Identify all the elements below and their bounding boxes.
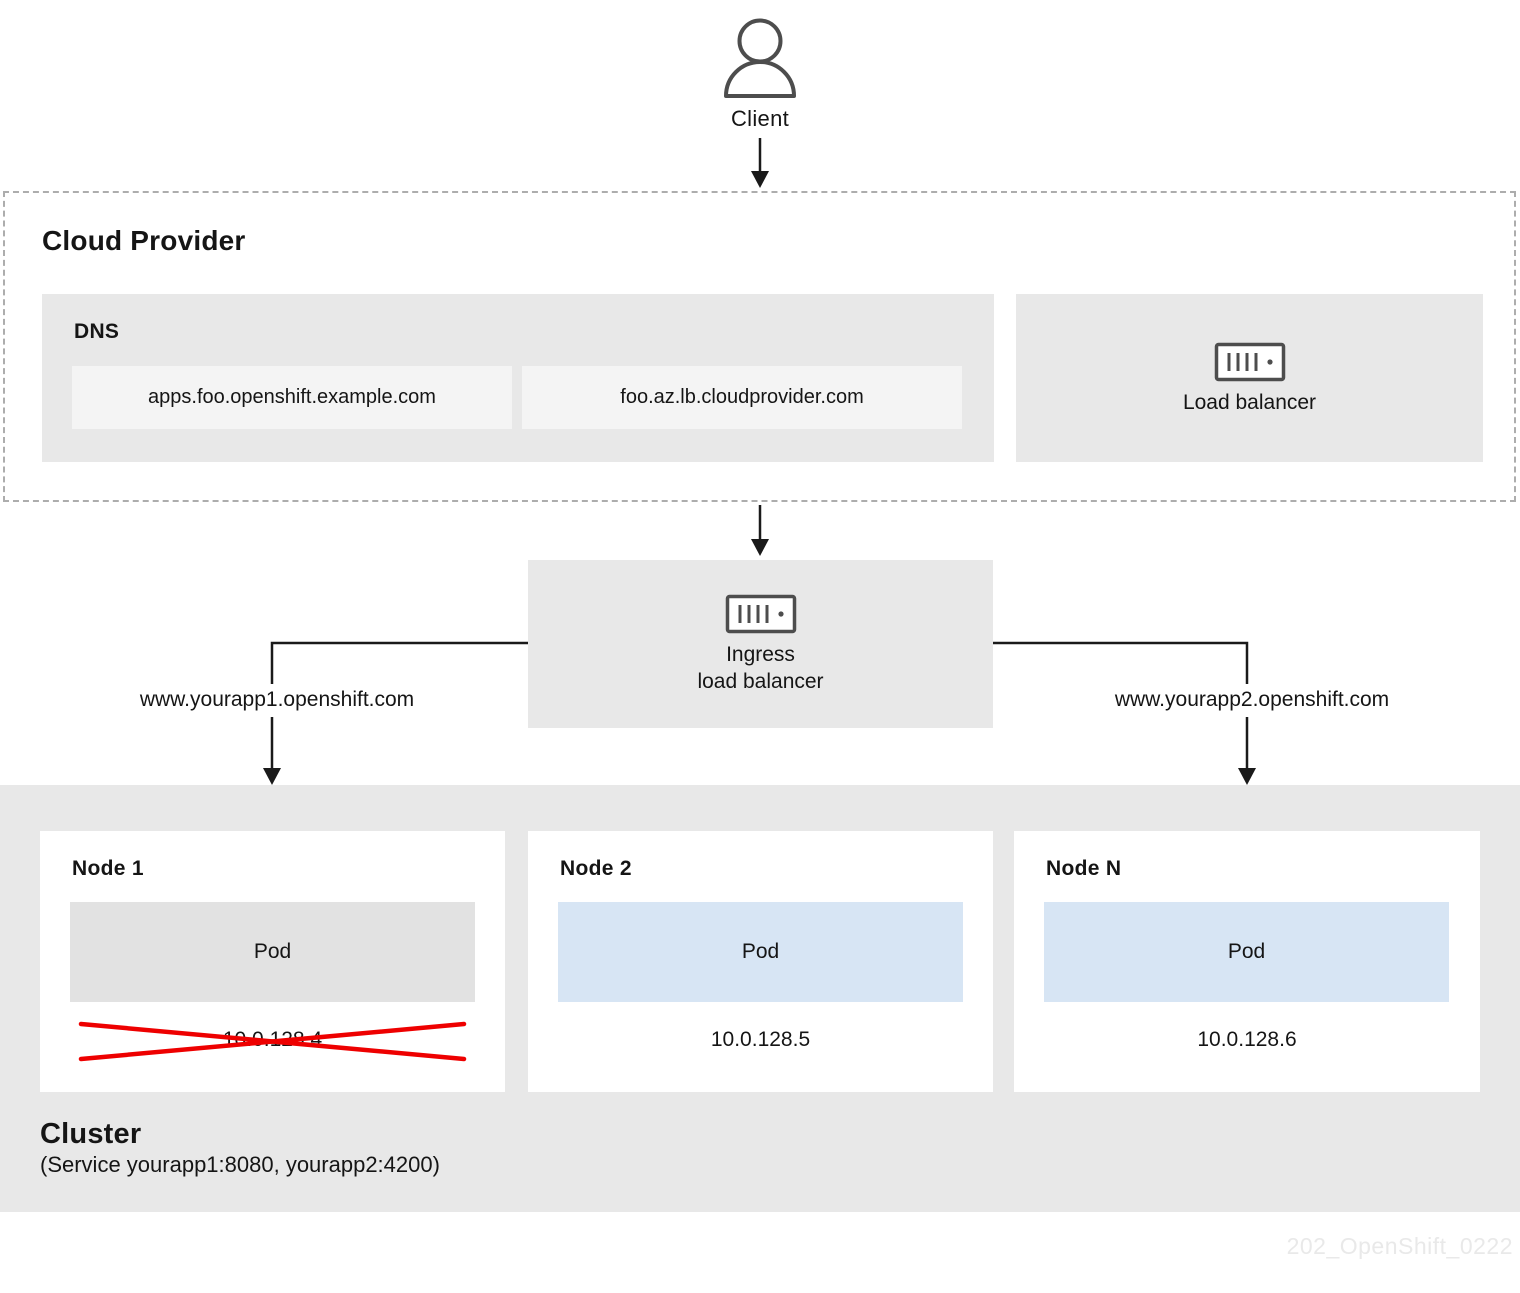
dns-entry-apps-domain: apps.foo.openshift.example.com (72, 366, 512, 429)
node-ip: 10.0.128.6 (1197, 1028, 1297, 1051)
arrow-to-node1 (263, 768, 281, 785)
ingress-load-balancer-box: Ingress load balancer (528, 560, 993, 728)
dns-box: DNS apps.foo.openshift.example.com foo.a… (42, 294, 994, 462)
node-ip: 10.0.128.5 (710, 1028, 811, 1051)
ingress-label-line2: load balancer (697, 670, 824, 693)
pod-box: Pod (558, 902, 963, 1002)
server-icon (725, 594, 796, 634)
arrow-cloud-to-ingress (751, 539, 769, 556)
route-label-yourapp2: www.yourapp2.openshift.com (1114, 688, 1390, 711)
load-balancer-box: Load balancer (1016, 294, 1483, 462)
cloud-provider-box: Cloud Provider DNS apps.foo.openshift.ex… (3, 191, 1516, 502)
node-title: Node N (1046, 857, 1122, 880)
node-2-box: Node 2 Pod 10.0.128.5 (528, 831, 993, 1092)
client-label: Client (730, 106, 790, 131)
client-icon (724, 18, 796, 98)
pod-box: Pod (1044, 902, 1449, 1002)
dns-entry-cloudprovider-domain: foo.az.lb.cloudprovider.com (522, 366, 962, 429)
cluster-title: Cluster (40, 1118, 142, 1150)
node-n-box: Node N Pod 10.0.128.6 (1014, 831, 1480, 1092)
route-label-yourapp1: www.yourapp1.openshift.com (139, 688, 415, 711)
server-icon (1214, 342, 1285, 381)
arrow-to-nodeN (1238, 768, 1256, 785)
dns-title: DNS (74, 320, 120, 343)
load-balancer-label: Load balancer (1182, 390, 1317, 414)
node-title: Node 2 (560, 857, 632, 880)
node-title: Node 1 (72, 857, 144, 880)
cloud-provider-title: Cloud Provider (42, 225, 246, 256)
node-1-box: Node 1 Pod 10.0.128.4 (40, 831, 505, 1092)
watermark: 202_OpenShift_0222 (1286, 1233, 1513, 1259)
pod-box: Pod (70, 902, 475, 1002)
cluster-subtitle: (Service yourapp1:8080, yourapp2:4200) (40, 1152, 440, 1177)
ingress-label-line1: Ingress (726, 643, 795, 666)
node-ip: 10.0.128.4 (222, 1028, 323, 1051)
arrow-client-to-cloud (751, 171, 769, 188)
